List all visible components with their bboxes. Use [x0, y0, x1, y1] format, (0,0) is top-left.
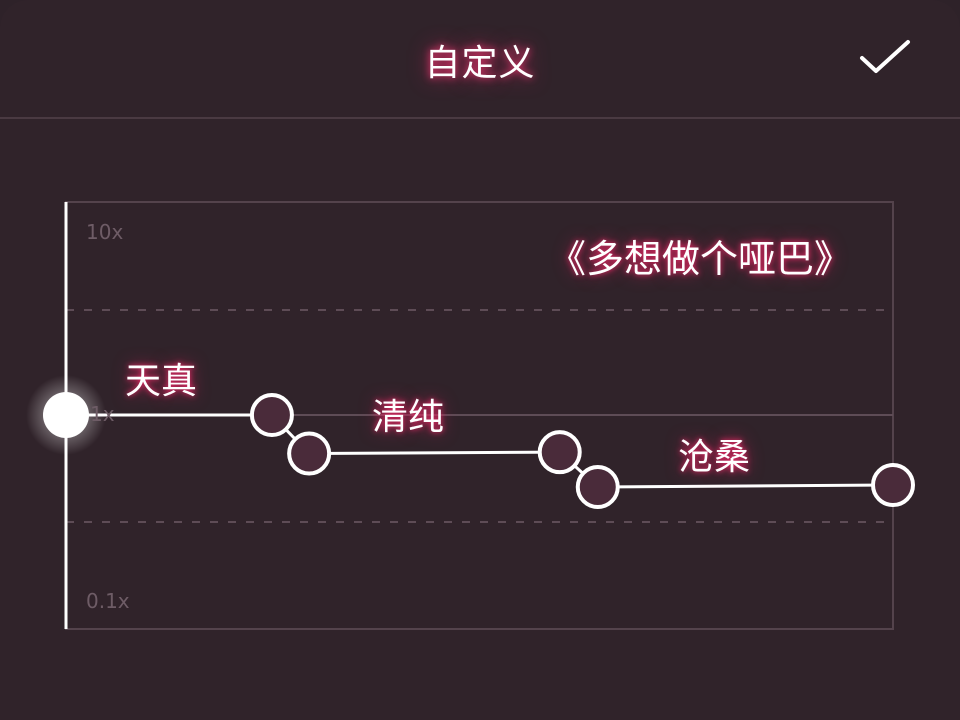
y-tick-0.1x: 0.1x [86, 589, 130, 613]
y-tick-10x: 10x [86, 220, 124, 244]
curve-segment [597, 483, 894, 489]
control-point[interactable] [871, 463, 915, 508]
header-divider [0, 117, 960, 119]
control-point[interactable] [575, 465, 620, 510]
playhead-handle[interactable] [43, 392, 89, 438]
curve-segment [309, 450, 560, 456]
y-tick-1x: 1x [90, 402, 115, 426]
control-point[interactable] [287, 431, 332, 476]
segment-label: 清纯 [372, 397, 445, 438]
check-icon[interactable] [858, 38, 914, 78]
segment-label: 沧桑 [678, 437, 751, 478]
page-title: 自定义 [424, 43, 536, 84]
song-title-overlay: 《多想做个哑巴》 [548, 237, 853, 281]
control-point[interactable] [249, 393, 294, 437]
segment-label: 天真 [125, 361, 198, 402]
control-point[interactable] [537, 430, 582, 475]
